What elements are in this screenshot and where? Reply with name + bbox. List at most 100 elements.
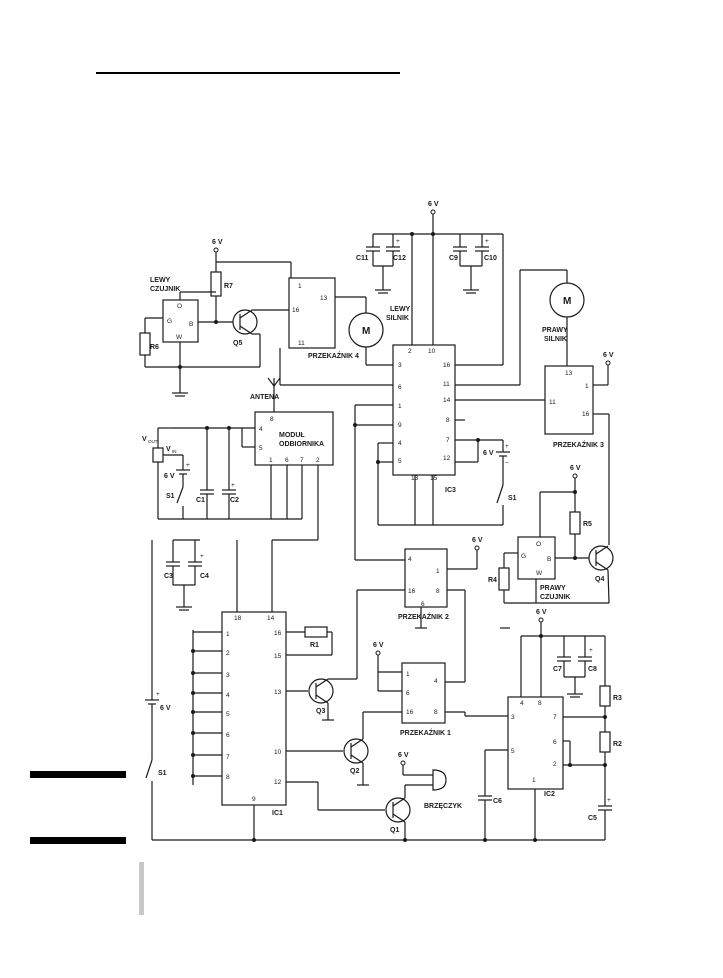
svg-text:6 V: 6 V: [603, 352, 614, 359]
svg-text:8: 8: [436, 588, 440, 595]
svg-text:10: 10: [274, 749, 282, 756]
svg-text:PRZEKAŹNIK 4: PRZEKAŹNIK 4: [308, 351, 359, 360]
svg-text:7: 7: [226, 754, 230, 761]
svg-text:1: 1: [406, 671, 410, 678]
svg-text:C5: C5: [588, 815, 597, 822]
svg-text:14: 14: [443, 397, 451, 404]
svg-text:Q2: Q2: [350, 768, 359, 775]
svg-text:1: 1: [436, 568, 440, 575]
lewy-czujnik: 6 V R7 LEWY CZUJNIK O G B W R6: [139, 239, 292, 397]
svg-text:6 V: 6 V: [398, 752, 409, 759]
svg-text:PRAWY: PRAWY: [540, 585, 566, 592]
svg-text:2: 2: [316, 457, 320, 464]
svg-text:16: 16: [406, 709, 414, 716]
svg-text:4: 4: [226, 692, 230, 699]
svg-text:R5: R5: [583, 521, 592, 528]
svg-text:CZUJNIK: CZUJNIK: [540, 594, 570, 601]
svg-text:6 V: 6 V: [428, 201, 439, 208]
svg-text:8: 8: [434, 709, 438, 716]
svg-text:15: 15: [274, 653, 282, 660]
svg-text:12: 12: [274, 779, 282, 786]
svg-text:LEWY: LEWY: [390, 306, 411, 313]
svg-text:C1: C1: [196, 497, 205, 504]
svg-text:1: 1: [585, 383, 589, 390]
svg-text:15: 15: [430, 475, 438, 482]
svg-text:G: G: [521, 553, 526, 560]
svg-text:1: 1: [298, 283, 302, 290]
svg-text:3: 3: [398, 362, 402, 369]
svg-text:+: +: [505, 443, 509, 450]
svg-text:R1: R1: [310, 642, 319, 649]
svg-text:R2: R2: [613, 741, 622, 748]
svg-text:6: 6: [226, 732, 230, 739]
svg-text:MODUŁ: MODUŁ: [279, 432, 305, 439]
q1-brzeczyk: Q1 6 V BRZĘCZYK: [286, 752, 462, 840]
svg-text:Q1: Q1: [390, 827, 399, 834]
svg-text:4: 4: [434, 678, 438, 685]
svg-text:Q5: Q5: [233, 340, 242, 347]
margin-bar-bottom: [30, 837, 126, 844]
svg-text:Q3: Q3: [316, 708, 325, 715]
svg-text:8: 8: [446, 417, 450, 424]
vr1-group: V OUT V IN 6 V + S1: [142, 427, 190, 519]
svg-text:PRZEKAŹNIK 3: PRZEKAŹNIK 3: [553, 440, 604, 449]
svg-text:5: 5: [259, 445, 263, 452]
svg-text:SILNIK: SILNIK: [544, 336, 567, 343]
svg-text:C7: C7: [553, 666, 562, 673]
svg-text:7: 7: [300, 457, 304, 464]
prawy-silnik: M PRAWY SILNIK: [455, 269, 585, 386]
svg-text:PRZEKAŹNIK 1: PRZEKAŹNIK 1: [400, 728, 451, 737]
svg-text:−: −: [505, 460, 509, 467]
supply-top: 6 V: [373, 201, 503, 345]
svg-text:V: V: [166, 446, 171, 453]
svg-text:13: 13: [565, 370, 573, 377]
svg-text:R6: R6: [150, 344, 159, 351]
svg-text:S1: S1: [158, 770, 167, 777]
svg-text:+: +: [186, 462, 190, 469]
ic2-chip: 6 V 4 8 3 7 6 5 2 1 IC2 C7 + C8 R: [478, 609, 622, 840]
svg-text:ANTENA: ANTENA: [250, 394, 279, 401]
svg-text:7: 7: [446, 437, 450, 444]
svg-text:11: 11: [298, 340, 305, 347]
svg-text:B: B: [189, 321, 193, 328]
svg-text:G: G: [167, 318, 172, 325]
svg-text:+: +: [156, 691, 160, 698]
svg-text:4: 4: [520, 700, 524, 707]
svg-text:+: +: [589, 647, 593, 654]
przekaznik-4: 1 13 16 11 PRZEKAŹNIK 4 M LEWY SILNIK: [279, 277, 411, 386]
svg-text:6 V: 6 V: [212, 239, 223, 246]
svg-text:1: 1: [398, 403, 402, 410]
svg-text:6 V: 6 V: [472, 537, 483, 544]
svg-text:C11: C11: [356, 255, 369, 262]
svg-text:IN: IN: [172, 449, 177, 454]
svg-text:BRZĘCZYK: BRZĘCZYK: [424, 803, 462, 810]
svg-text:+: +: [231, 482, 235, 489]
svg-text:OUT: OUT: [148, 439, 158, 444]
svg-text:13: 13: [320, 295, 328, 302]
svg-text:16: 16: [274, 630, 282, 637]
svg-text:9: 9: [398, 422, 402, 429]
svg-text:2: 2: [226, 650, 230, 657]
przekaznik-2: 4 1 16 8 6 PRZEKAŹNIK 2 6 V: [398, 537, 483, 683]
svg-text:7: 7: [553, 714, 557, 721]
svg-text:6: 6: [406, 690, 410, 697]
svg-text:C9: C9: [449, 255, 458, 262]
svg-text:5: 5: [398, 458, 402, 465]
svg-text:C12: C12: [393, 255, 406, 262]
svg-text:6 V: 6 V: [570, 465, 581, 472]
svg-text:16: 16: [292, 307, 300, 314]
ic1-chip: 18 14 1 2 3 4 5 6 7 8 16 15 13 10 12 9 I…: [191, 611, 333, 840]
svg-text:6: 6: [398, 384, 402, 391]
svg-text:6: 6: [553, 739, 557, 746]
svg-text:+: +: [607, 797, 611, 804]
svg-text:2: 2: [408, 348, 412, 355]
svg-text:11: 11: [549, 399, 556, 406]
svg-text:4: 4: [259, 426, 263, 433]
svg-text:6 V: 6 V: [483, 450, 494, 457]
svg-text:6: 6: [421, 601, 425, 608]
svg-text:R3: R3: [613, 695, 622, 702]
svg-text:S1: S1: [166, 493, 175, 500]
svg-text:M: M: [563, 296, 571, 307]
svg-text:C10: C10: [484, 255, 497, 262]
